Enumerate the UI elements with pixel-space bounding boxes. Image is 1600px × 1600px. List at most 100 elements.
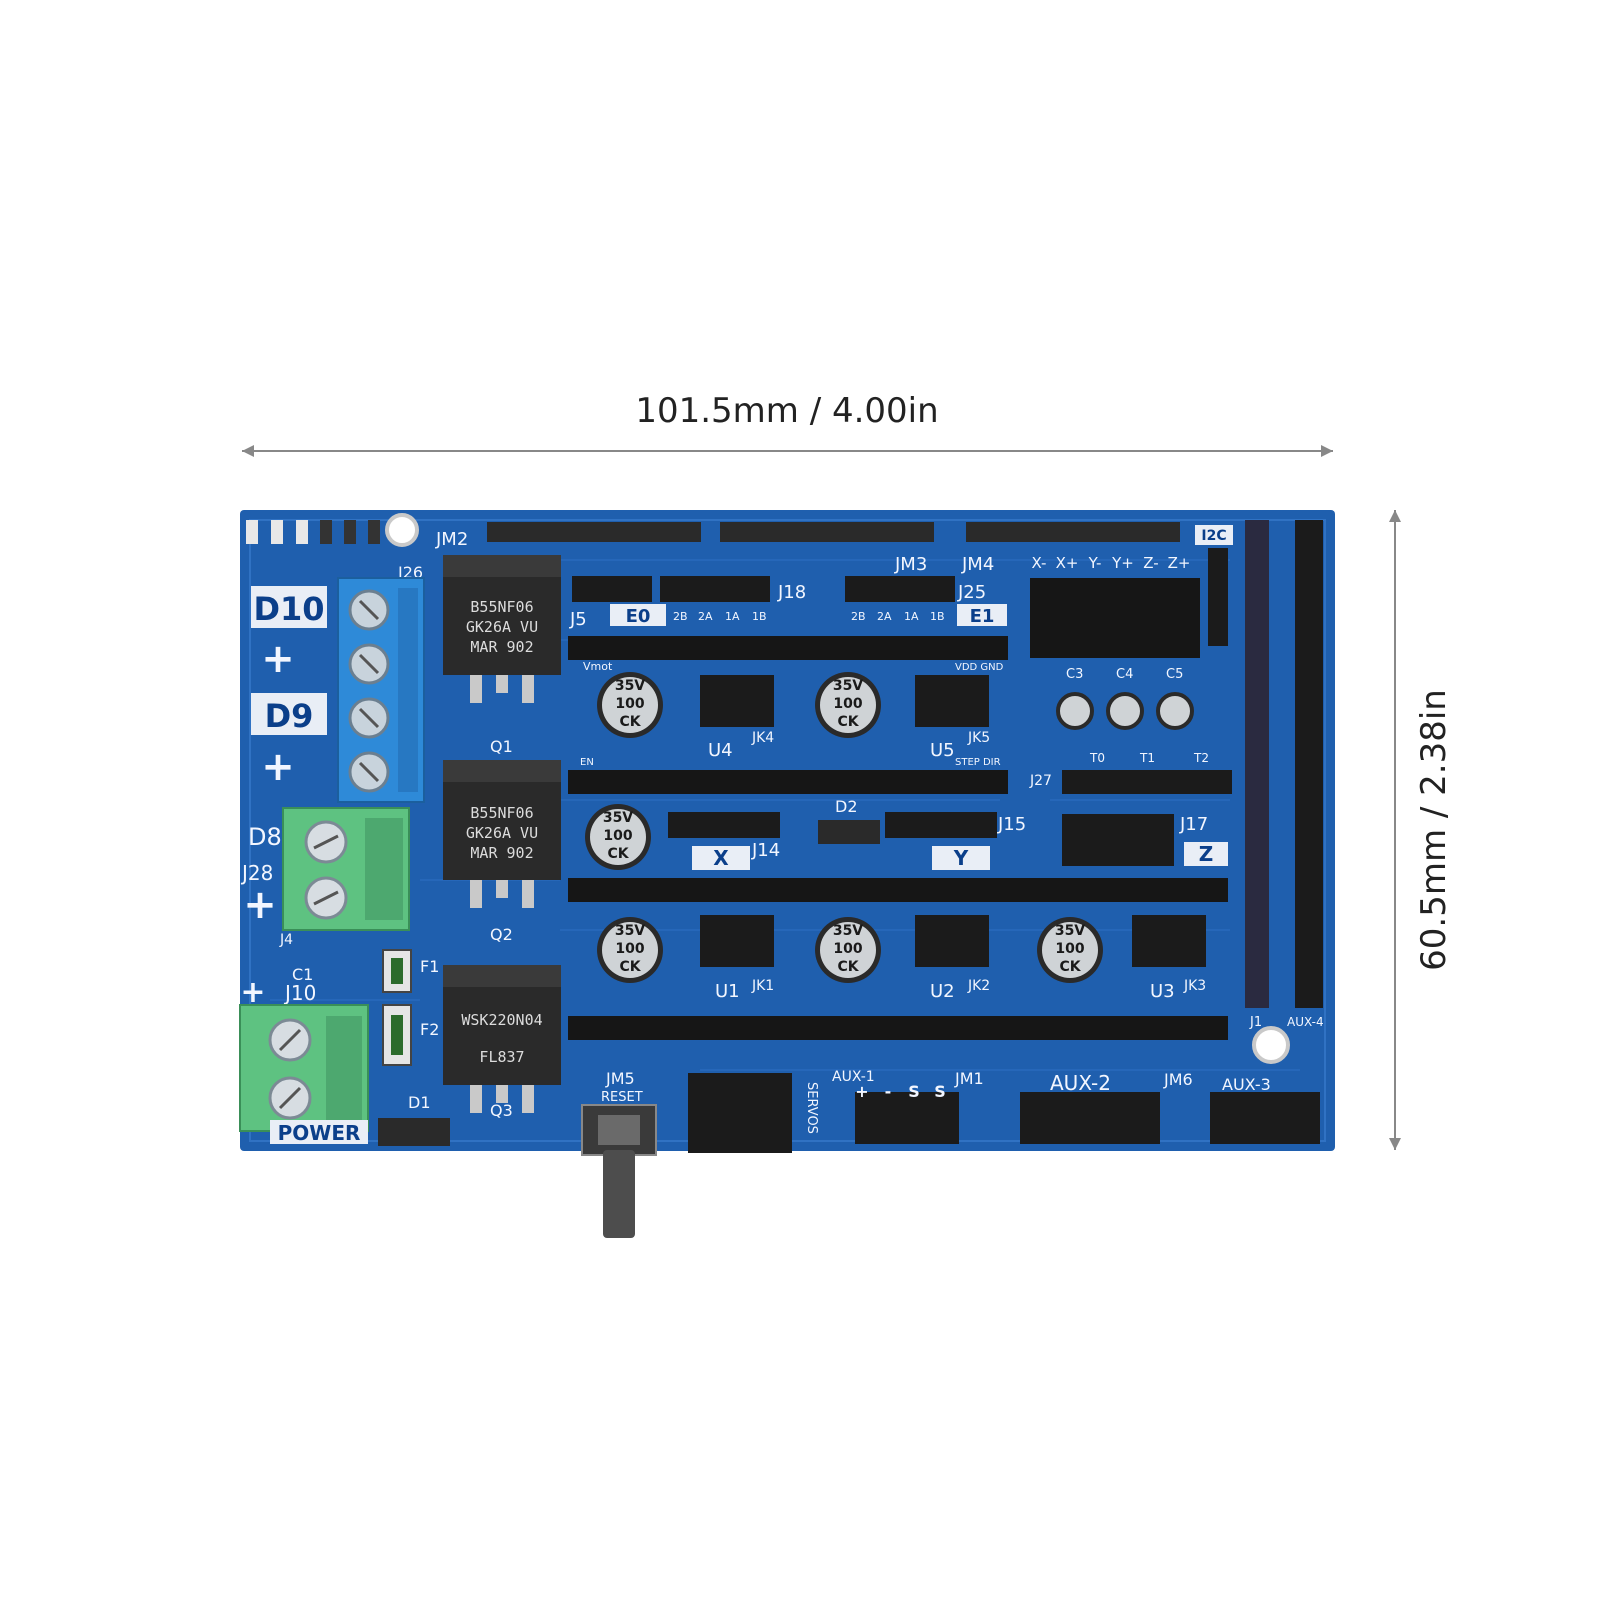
d2-label: D2: [835, 797, 858, 816]
svg-text:B55NF06: B55NF06: [470, 804, 533, 822]
coil-labels: 2B 2A 1A 1B 2B 2A 1A 1B: [673, 610, 945, 623]
svg-text:B55NF06: B55NF06: [470, 598, 533, 616]
d8-label: D8: [248, 823, 282, 851]
j14-label: J14: [751, 840, 780, 861]
j1-label: J1: [1249, 1015, 1262, 1030]
power-label: POWER: [278, 1121, 361, 1145]
svg-text:S: S: [934, 1082, 946, 1101]
q2-label: Q2: [490, 925, 513, 944]
status-leds: [246, 520, 380, 544]
jk2-label: JK2: [967, 978, 990, 994]
svg-text:Z-: Z-: [1143, 554, 1158, 572]
svg-text:35V: 35V: [1055, 923, 1085, 939]
q3-label: Q3: [490, 1101, 513, 1120]
vmot-label: Vmot: [583, 660, 613, 673]
endstop-labels: X- X+ Y- Y+ Z- Z+: [1032, 554, 1191, 572]
aux2-label: AUX-2: [1050, 1071, 1111, 1095]
j4-label: J4: [279, 932, 293, 948]
svg-text:Y+: Y+: [1111, 554, 1134, 572]
svg-text:MAR 902: MAR 902: [470, 844, 533, 862]
c5-label: C5: [1166, 667, 1183, 682]
svg-text:100: 100: [615, 941, 644, 957]
jk3-label: JK3: [1183, 978, 1206, 994]
svg-text:MAR 902: MAR 902: [470, 638, 533, 656]
mosfet-q2: B55NF06 GK26A VU MAR 902: [443, 760, 561, 908]
height-label: 60.5mm / 2.38in: [1414, 689, 1454, 971]
jk1-label: JK1: [751, 978, 774, 994]
u5-label: U5: [930, 740, 955, 761]
u3-label: U3: [1150, 981, 1175, 1002]
i2c-label: I2C: [1201, 528, 1226, 544]
vdd-gnd-label: VDD GND: [955, 662, 1004, 673]
d10-label: D10: [253, 590, 324, 628]
t0-label: T0: [1089, 751, 1105, 765]
t2-label: T2: [1193, 751, 1209, 765]
x-axis-label: X: [713, 846, 729, 870]
servo-pin-labels: + - S S: [855, 1082, 945, 1101]
c4-label: C4: [1116, 667, 1133, 682]
servos-label: SERVOS: [804, 1082, 819, 1134]
jk4-label: JK4: [751, 730, 774, 746]
j27-label: J27: [1029, 773, 1052, 789]
j25-label: J25: [957, 582, 986, 603]
diode-d1: [378, 1118, 450, 1146]
svg-text:35V: 35V: [615, 678, 645, 694]
svg-text:X+: X+: [1056, 554, 1079, 572]
svg-text:CK: CK: [607, 846, 629, 862]
svg-text:2A: 2A: [877, 610, 892, 623]
reset-button[interactable]: [581, 1104, 657, 1238]
green-terminal-j10: [239, 1004, 369, 1132]
svg-text:X-: X-: [1032, 554, 1047, 572]
jm1-label: JM1: [954, 1069, 984, 1088]
driver-socket-rows: [568, 578, 1228, 1040]
svg-text:1B: 1B: [752, 610, 767, 623]
svg-text:35V: 35V: [615, 923, 645, 939]
aux4-header: [1245, 520, 1269, 1008]
svg-text:-: -: [885, 1082, 892, 1101]
j18-label: J18: [777, 582, 806, 603]
j28-label: J28: [240, 861, 273, 885]
svg-text:CK: CK: [619, 959, 641, 975]
svg-text:100: 100: [1055, 941, 1084, 957]
z-axis-label: Z: [1199, 842, 1214, 866]
j10-label: J10: [283, 981, 316, 1005]
ramps-board: D10 + D9 + D8 J28 + J26: [239, 510, 1335, 1238]
mosfet-q1: B55NF06 GK26A VU MAR 902: [443, 555, 561, 703]
q1-label: Q1: [490, 737, 513, 756]
j15-label: J15: [997, 814, 1026, 835]
svg-text:100: 100: [603, 828, 632, 844]
plus-label: +: [261, 744, 295, 790]
svg-text:WSK220N04: WSK220N04: [461, 1011, 542, 1029]
svg-text:1A: 1A: [725, 610, 740, 623]
mounting-hole: [1252, 1026, 1290, 1064]
green-terminal-j28: [282, 807, 410, 931]
aux4-label: AUX-4: [1287, 1015, 1324, 1029]
width-dimension: 101.5mm / 4.00in: [242, 391, 1333, 457]
svg-text:+: +: [855, 1082, 868, 1101]
plus-label: +: [261, 636, 295, 682]
plus-label: +: [243, 882, 277, 928]
svg-text:100: 100: [833, 696, 862, 712]
d1-label: D1: [408, 1093, 431, 1112]
e1-label: E1: [970, 606, 995, 627]
svg-text:GK26A VU: GK26A VU: [466, 618, 538, 636]
svg-text:Z+: Z+: [1168, 554, 1191, 572]
diode-d2: [818, 820, 880, 844]
jk5-label: JK5: [967, 730, 990, 746]
svg-text:Y-: Y-: [1088, 554, 1102, 572]
mosfet-q3: WSK220N04 FL837: [443, 965, 561, 1113]
aux1-label: AUX-1: [832, 1069, 875, 1085]
u1-label: U1: [715, 981, 740, 1002]
aux3-label: AUX-3: [1222, 1075, 1271, 1094]
jm4-label: JM4: [961, 554, 994, 575]
mounting-hole: [385, 513, 419, 547]
svg-text:100: 100: [615, 696, 644, 712]
svg-text:35V: 35V: [833, 923, 863, 939]
svg-text:CK: CK: [619, 714, 641, 730]
svg-text:100: 100: [833, 941, 862, 957]
svg-text:35V: 35V: [603, 810, 633, 826]
blue-terminal-block: [337, 577, 425, 803]
y-axis-label: Y: [953, 846, 969, 870]
svg-text:35V: 35V: [833, 678, 863, 694]
